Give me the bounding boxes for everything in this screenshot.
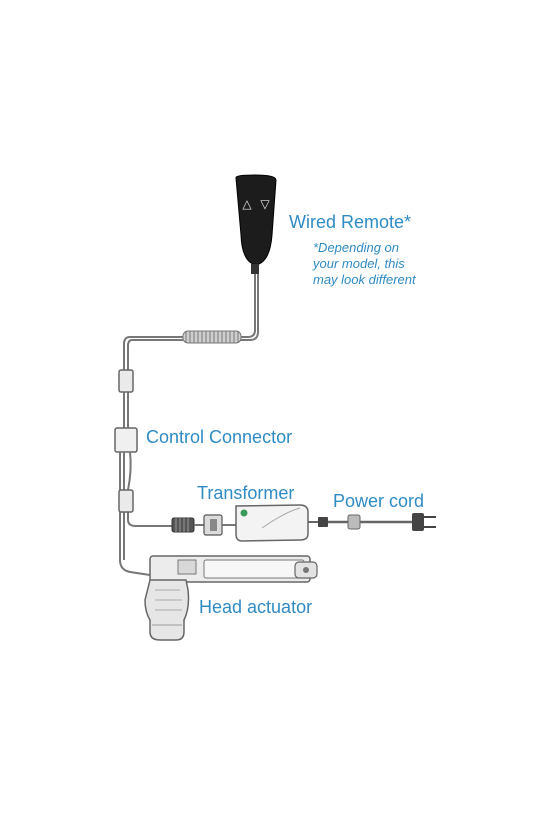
lower-inline-connector-icon: [118, 489, 134, 513]
coiled-cord-icon: [182, 330, 242, 344]
transformer-plug-icon: [171, 514, 236, 536]
footnote-line: *Depending on: [313, 240, 400, 255]
control-connector-icon: [114, 427, 138, 453]
wired-remote-label: Wired Remote*: [289, 212, 412, 232]
transformer-label: Transformer: [197, 483, 295, 503]
footnote-line: your model, this: [313, 256, 405, 271]
remote-cable: [240, 274, 259, 341]
remote-footnote: *Depending on your model, this may look …: [313, 240, 416, 288]
head-actuator-label: Head actuator: [199, 597, 313, 617]
footnote-line: may look different: [313, 272, 416, 287]
remote-down-icon: ▽: [260, 197, 270, 211]
head-actuator-icon: [144, 555, 318, 641]
trunk-cable: [123, 336, 183, 428]
power-cord-icon: [308, 513, 436, 531]
remote-up-icon: △: [242, 197, 252, 211]
transformer-icon: [235, 504, 309, 542]
power-cord-label: Power cord: [333, 491, 425, 511]
inline-connector-icon: [118, 369, 134, 393]
wired-remote-icon: △ ▽: [235, 174, 277, 274]
control-connector-label: Control Connector: [146, 427, 293, 447]
lower-cables: [119, 451, 172, 576]
